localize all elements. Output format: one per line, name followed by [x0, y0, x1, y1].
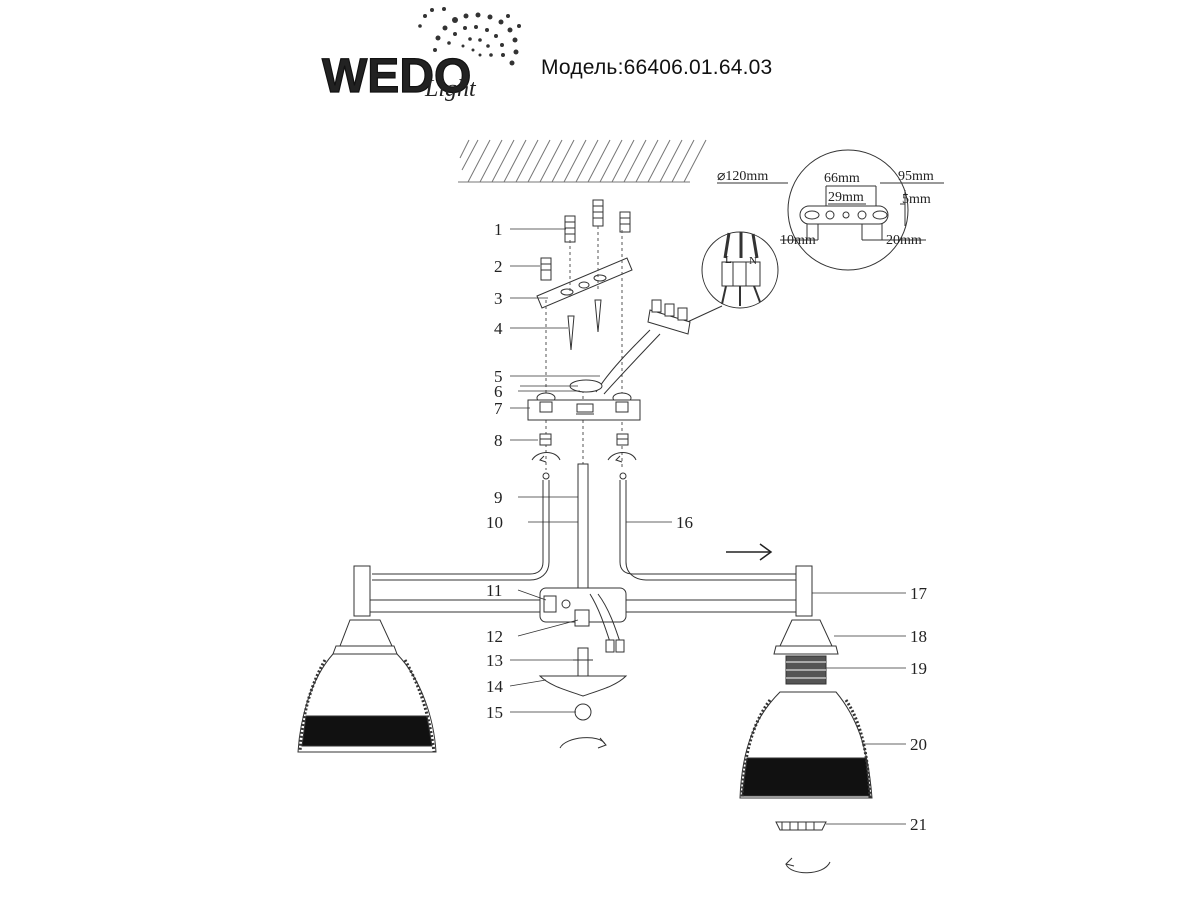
nuts: [531, 433, 637, 463]
terminal-neutral-label: N: [749, 255, 757, 267]
callout-21: 21: [910, 815, 927, 834]
canopy-plate: [520, 379, 641, 421]
left-shade: [297, 619, 437, 753]
callout-16: 16: [676, 513, 693, 532]
dim-95: 95mm: [898, 169, 934, 184]
mounting-hardware: [536, 199, 633, 351]
center-finial: [538, 647, 628, 749]
mounting-plate-detail: ⌀120mm 66mm 95mm 29mm 5mm 10mm 20mm: [717, 149, 944, 271]
arm-assembly: [353, 565, 813, 653]
callout-leaders: [509, 228, 906, 825]
callout-17: 17: [910, 584, 928, 603]
dim-29: 29mm: [828, 190, 864, 205]
dim-diameter: ⌀120mm: [717, 169, 768, 184]
callout-6: 6: [494, 382, 503, 401]
callout-3: 3: [494, 289, 503, 308]
callout-numbers: 1 2 3 4 5 6 7 8 9 10 11 12 13 14 15 16 1…: [486, 220, 928, 834]
callout-5: 5: [494, 367, 503, 386]
right-shade: [739, 619, 873, 874]
ceiling-hatch: [458, 139, 707, 183]
callout-4: 4: [494, 319, 503, 338]
callout-19: 19: [910, 659, 927, 678]
callout-14: 14: [486, 677, 504, 696]
direction-arrow-icon: [726, 543, 773, 561]
callout-7: 7: [494, 399, 503, 418]
terminal-connector: [595, 299, 691, 395]
callout-20: 20: [910, 735, 927, 754]
model-number: Модель:66406.01.64.03: [541, 56, 773, 79]
callout-10: 10: [486, 513, 503, 532]
callout-18: 18: [910, 627, 927, 646]
dim-10: 10mm: [780, 233, 816, 248]
wiring-detail: L N: [682, 231, 779, 325]
dim-20: 20mm: [886, 233, 922, 248]
logo-wordmark: WEDO: [322, 50, 471, 103]
callout-8: 8: [494, 431, 503, 450]
assembly-guides: [545, 226, 623, 470]
terminal-live-label: L: [725, 254, 732, 266]
callout-11: 11: [486, 581, 502, 600]
callout-15: 15: [486, 703, 503, 722]
callout-1: 1: [494, 220, 503, 239]
callout-2: 2: [494, 257, 503, 276]
rods: [372, 463, 796, 595]
callout-13: 13: [486, 651, 503, 670]
logo-swirl-icon: [418, 7, 521, 66]
callout-9: 9: [494, 488, 503, 507]
dim-66: 66mm: [824, 171, 860, 186]
dim-5: 5mm: [902, 192, 931, 207]
brand-logo: WEDO Light: [321, 7, 521, 104]
callout-12: 12: [486, 627, 503, 646]
logo-script: Light: [424, 76, 477, 102]
